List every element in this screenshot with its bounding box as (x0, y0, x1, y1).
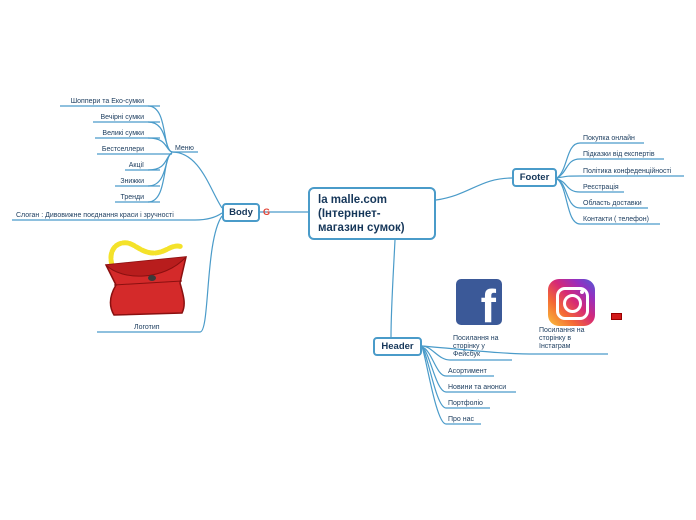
branch-header[interactable]: Header (373, 337, 422, 356)
google-link-icon[interactable]: G (263, 207, 271, 217)
connector-central-footer (435, 177, 513, 201)
connector-footer-1 (556, 142, 581, 179)
connector-menu-item-2 (147, 121, 173, 153)
connector-footer-6 (556, 178, 581, 225)
connector-header-instagram (421, 345, 537, 355)
logo-label[interactable]: Логотип (134, 324, 160, 331)
instagram-icon[interactable] (548, 279, 595, 326)
branch-footer[interactable]: Footer (512, 168, 557, 187)
connector-body-menu (171, 151, 223, 209)
footer-item[interactable]: Покупка онлайн (583, 135, 635, 142)
menu-label[interactable]: Меню (175, 145, 194, 152)
connector-footer-3 (556, 175, 581, 179)
header-item[interactable]: Новини та анонси (448, 384, 507, 391)
menu-item[interactable]: Вечірні сумки (100, 114, 145, 121)
footer-item[interactable]: Область доставки (583, 200, 642, 207)
instagram-ring (556, 287, 589, 320)
central-topic[interactable]: la malle.com (Інтерннет- магазин сумок) (308, 187, 436, 240)
menu-item[interactable]: Тренди (120, 194, 144, 201)
connector-central-header (390, 239, 396, 338)
branch-body[interactable]: Body (222, 203, 260, 222)
flag-icon (611, 313, 622, 320)
footer-item[interactable]: Підказки від експертів (583, 151, 655, 158)
instagram-link-label[interactable]: Посилання на сторінку в Інстаграм (539, 327, 585, 350)
footer-item[interactable]: Політика конфеденційності (583, 168, 672, 175)
connector-menu-item-1 (147, 105, 173, 153)
red-handbag-logo (104, 240, 187, 316)
facebook-link-label[interactable]: Посилання на сторінку у Фейсбук (453, 335, 499, 358)
connector-menu-item-3 (147, 137, 173, 153)
header-item[interactable]: Асортимент (448, 368, 487, 375)
menu-item[interactable]: Шоппери та Еко-сумки (70, 98, 144, 105)
slogan-text[interactable]: Слоган : Дивовижне поєднання краси і зру… (16, 212, 174, 219)
header-item[interactable]: Про нас (448, 416, 475, 423)
menu-item[interactable]: Великі сумки (102, 130, 144, 137)
connector-header-item-2 (421, 346, 447, 393)
connector-header-item-3 (421, 346, 447, 409)
menu-item[interactable]: Акції (128, 162, 144, 169)
menu-item[interactable]: Знижки (120, 178, 144, 185)
connector-body-logo (199, 215, 223, 333)
connector-footer-2 (556, 158, 581, 179)
connector-menu-item-7 (147, 152, 173, 203)
footer-item[interactable]: Контакти ( телефон) (583, 216, 649, 223)
connector-body-slogan (194, 212, 223, 221)
instagram-dot (580, 290, 584, 294)
facebook-icon[interactable]: f (456, 279, 502, 325)
connector-menu-item-5 (147, 152, 173, 171)
footer-item[interactable]: Реєстрація (583, 184, 619, 191)
connector-header-item-1 (421, 346, 447, 377)
menu-item[interactable]: Бестселлери (101, 146, 144, 153)
header-item[interactable]: Портфоліо (448, 400, 483, 407)
connector-header-item-4 (421, 346, 447, 425)
instagram-lens (563, 294, 582, 313)
